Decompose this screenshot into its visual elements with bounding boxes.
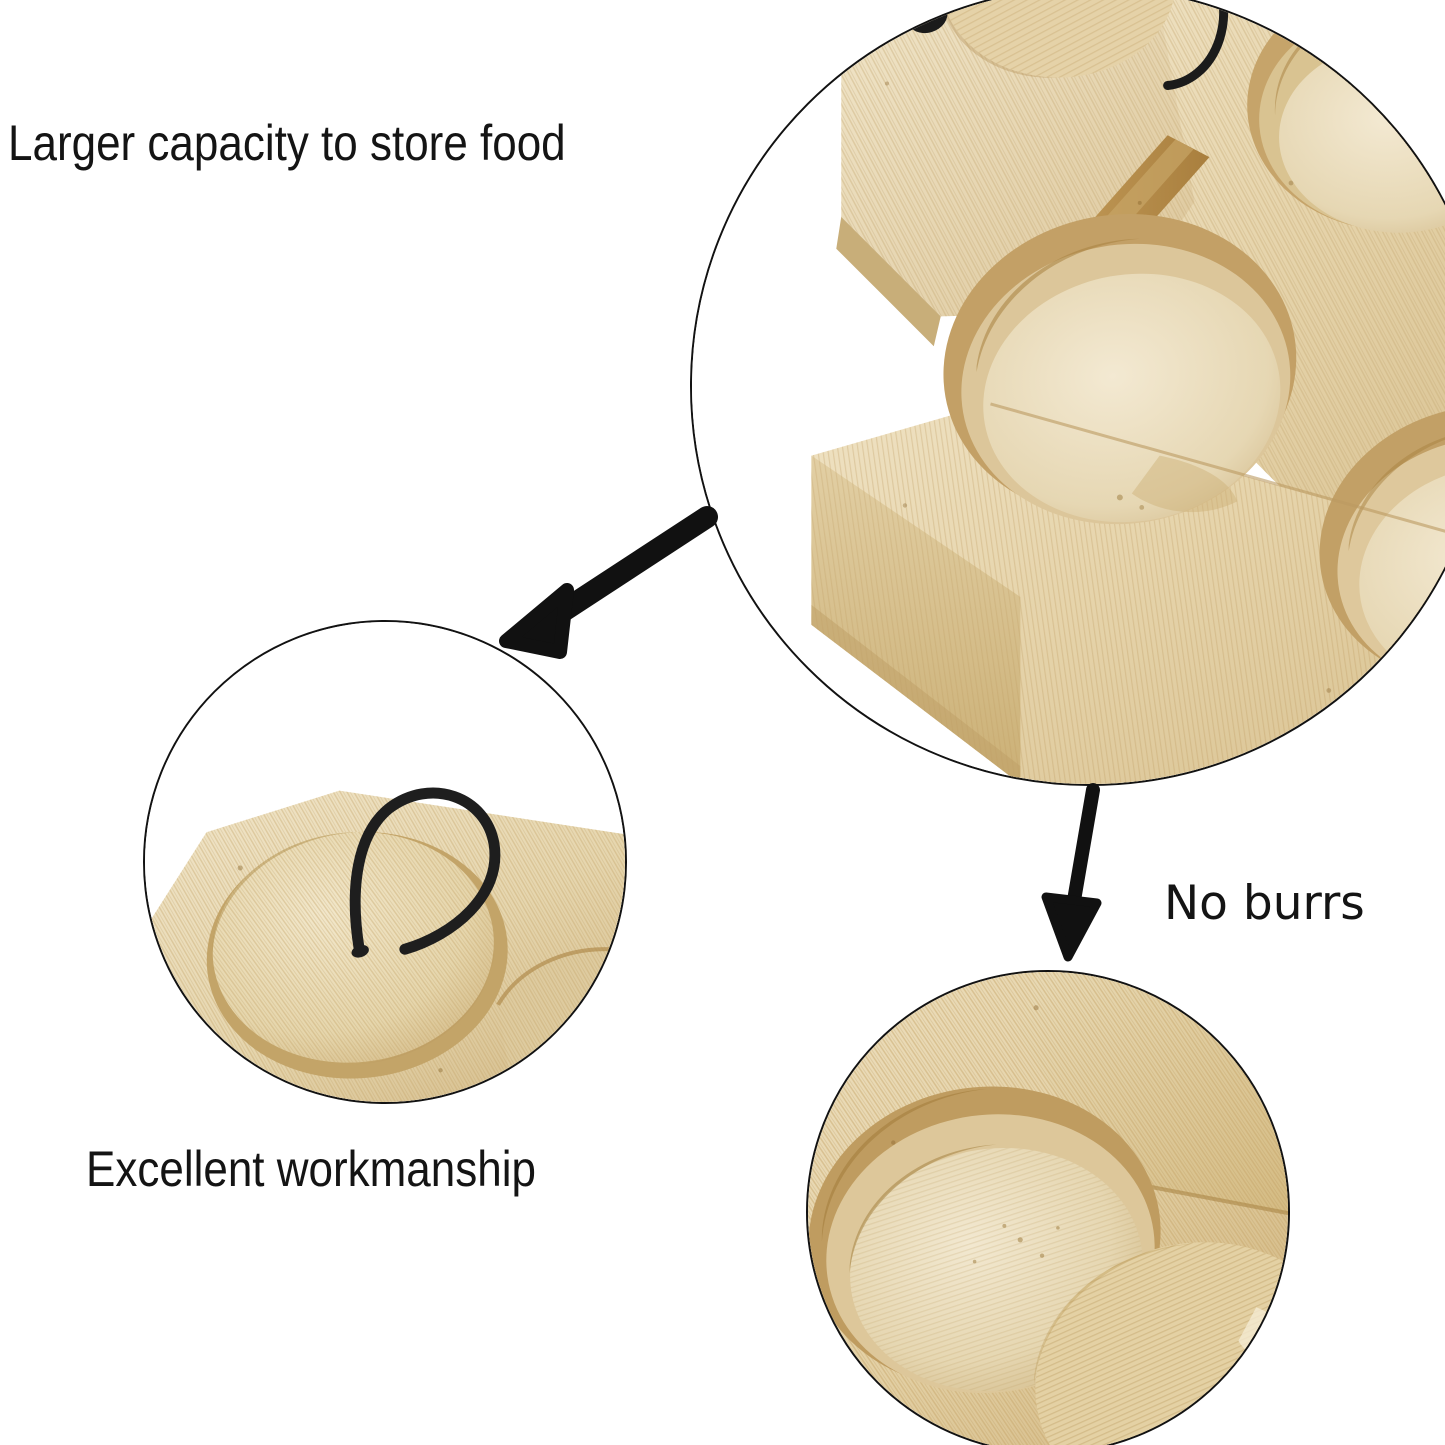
caption-no-burrs: No burrs: [1164, 876, 1365, 931]
photo-bamboo-tray-overview: [692, 0, 1445, 784]
caption-larger-capacity: Larger capacity to store food: [8, 115, 566, 171]
arrow-main-to-well-icon: [1041, 783, 1102, 962]
callout-bamboo-tray-overview: [690, 0, 1445, 786]
caption-excellent-workmanship: Excellent workmanship: [86, 1141, 536, 1197]
callout-bamboo-well-closeup: [806, 970, 1290, 1445]
photo-bamboo-well-closeup: [808, 972, 1288, 1445]
callout-bamboo-lid-with-cord-loop: [143, 620, 627, 1104]
photo-bamboo-lid-with-cord-loop: [145, 622, 625, 1102]
